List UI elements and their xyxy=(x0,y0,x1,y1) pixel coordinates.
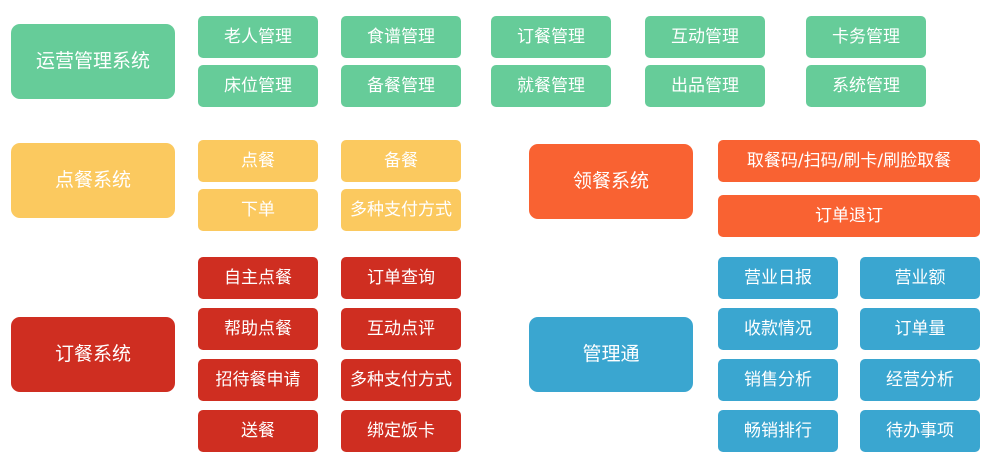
leaf-button-order-cancellation[interactable]: 订单退订 xyxy=(718,195,980,237)
leaf-button-interactive-review[interactable]: 互动点评 xyxy=(341,308,461,350)
leaf-button-dining-management[interactable]: 就餐管理 xyxy=(491,65,611,107)
leaf-button-meal-delivery[interactable]: 送餐 xyxy=(198,410,318,452)
leaf-button-todo-items[interactable]: 待办事项 xyxy=(860,410,980,452)
group-block-management-pass[interactable]: 管理通 xyxy=(529,317,693,392)
leaf-button-bed-management[interactable]: 床位管理 xyxy=(198,65,318,107)
leaf-button-operations-analysis[interactable]: 经营分析 xyxy=(860,359,980,401)
leaf-button-card-management[interactable]: 卡务管理 xyxy=(806,16,926,58)
group-block-operations[interactable]: 运营管理系统 xyxy=(11,24,175,99)
leaf-button-pickup-code-scan-card-face[interactable]: 取餐码/扫码/刷卡/刷脸取餐 xyxy=(718,140,980,182)
leaf-button-daily-business-report[interactable]: 营业日报 xyxy=(718,257,838,299)
leaf-button-multiple-payment-methods-order[interactable]: 多种支付方式 xyxy=(341,359,461,401)
leaf-button-order-food[interactable]: 点餐 xyxy=(198,140,318,182)
leaf-button-order-volume[interactable]: 订单量 xyxy=(860,308,980,350)
leaf-button-bind-meal-card[interactable]: 绑定饭卡 xyxy=(341,410,461,452)
leaf-button-multiple-payment-methods[interactable]: 多种支付方式 xyxy=(341,189,461,231)
leaf-button-production-management[interactable]: 出品管理 xyxy=(645,65,765,107)
leaf-button-assisted-ordering[interactable]: 帮助点餐 xyxy=(198,308,318,350)
leaf-button-sales-analysis[interactable]: 销售分析 xyxy=(718,359,838,401)
leaf-button-prepare-meal[interactable]: 备餐 xyxy=(341,140,461,182)
leaf-button-meal-prep-management[interactable]: 备餐管理 xyxy=(341,65,461,107)
leaf-button-elderly-management[interactable]: 老人管理 xyxy=(198,16,318,58)
leaf-button-payment-status[interactable]: 收款情况 xyxy=(718,308,838,350)
leaf-button-self-ordering[interactable]: 自主点餐 xyxy=(198,257,318,299)
leaf-button-system-management[interactable]: 系统管理 xyxy=(806,65,926,107)
leaf-button-recipe-management[interactable]: 食谱管理 xyxy=(341,16,461,58)
group-block-pickup[interactable]: 领餐系统 xyxy=(529,144,693,219)
leaf-button-order-query[interactable]: 订单查询 xyxy=(341,257,461,299)
leaf-button-turnover[interactable]: 营业额 xyxy=(860,257,980,299)
group-block-meal-order[interactable]: 订餐系统 xyxy=(11,317,175,392)
leaf-button-meal-order-management[interactable]: 订餐管理 xyxy=(491,16,611,58)
leaf-button-interaction-management[interactable]: 互动管理 xyxy=(645,16,765,58)
group-block-ordering-terminal[interactable]: 点餐系统 xyxy=(11,143,175,218)
leaf-button-hospitality-meal-application[interactable]: 招待餐申请 xyxy=(198,359,318,401)
leaf-button-bestseller-ranking[interactable]: 畅销排行 xyxy=(718,410,838,452)
leaf-button-place-order[interactable]: 下单 xyxy=(198,189,318,231)
